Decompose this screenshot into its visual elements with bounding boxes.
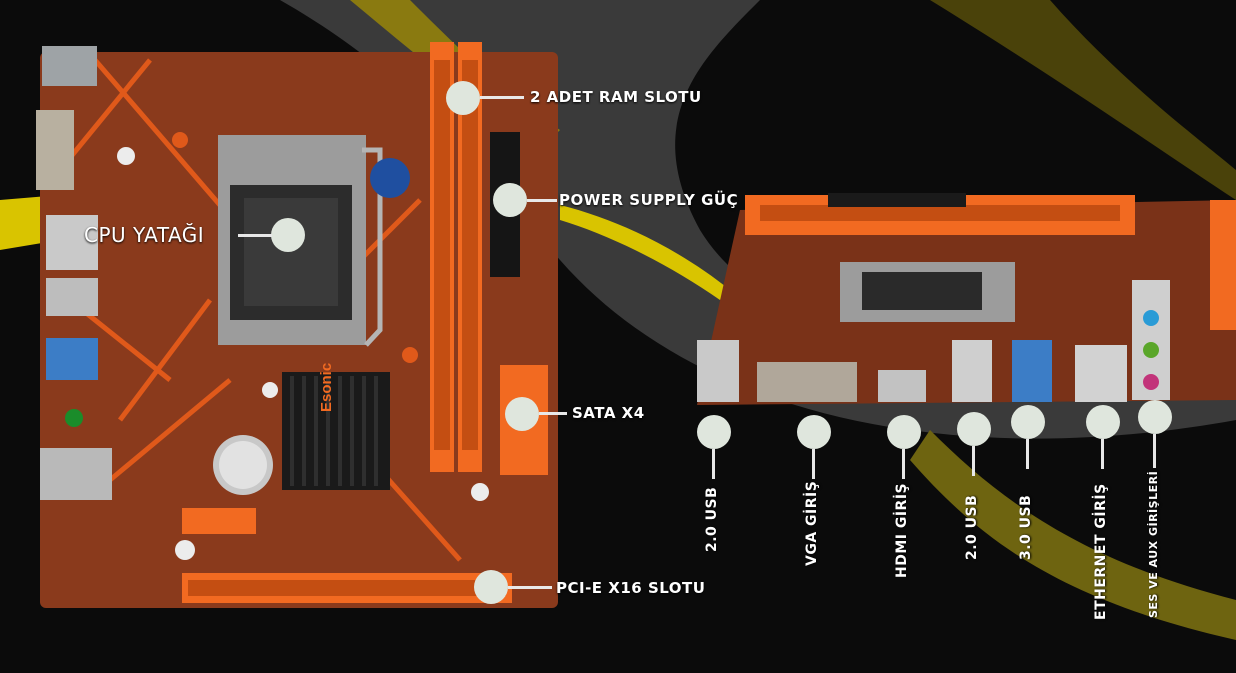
port-audio-marker [1138,400,1172,434]
port-ethernet-marker [1086,405,1120,439]
port-usb2-a-marker [697,415,731,449]
pcie-callout-line [508,586,552,589]
port-usb3-marker [1011,405,1045,439]
port-hdmi-marker [887,415,921,449]
motherboard-top-view [36,42,558,608]
port-ethernet-label: ETHERNET GİRİŞ [1093,483,1109,620]
port-usb3-label: 3.0 USB [1018,494,1034,560]
port-usb2-b-line [972,446,975,476]
port-hdmi-line [902,449,905,479]
power-callout-line [527,199,557,202]
port-vga-label: VGA GİRİŞ [804,480,820,566]
sata-marker [505,397,539,431]
port-audio-label: SES VE AUX GİRİŞLERİ [1147,470,1160,618]
ram-slot-label: 2 ADET RAM SLOTU [530,88,702,106]
ram-slot-marker [446,81,480,115]
power-connector-marker [493,183,527,217]
motherboard-angle-view [697,193,1236,405]
sata-label: SATA X4 [572,404,645,422]
port-ethernet-line [1101,439,1104,469]
cpu-callout-line [238,234,272,237]
ram-callout-line [480,96,524,99]
port-usb2-a-line [712,449,715,479]
pcie-slot-label: PCI-E X16 SLOTU [556,579,706,597]
background-swoosh-yellow-right [930,0,1236,200]
background-swoosh-yellow-bottom [910,430,1236,640]
port-hdmi-label: HDMI GİRİŞ [894,482,910,578]
cpu-socket-label: CPU YATAĞI [84,223,205,247]
port-usb2-b-label: 2.0 USB [964,494,980,560]
background-swoosh-yellow-mid [560,205,730,300]
port-usb2-b-marker [957,412,991,446]
pcie-slot-marker [474,570,508,604]
port-vga-marker [797,415,831,449]
port-usb2-a-label: 2.0 USB [704,486,720,552]
power-supply-label: POWER SUPPLY GÜÇ [559,191,739,209]
heatsink-brand: Esonic [318,362,335,412]
cpu-socket-marker [271,218,305,252]
port-usb3-line [1026,439,1029,469]
port-vga-line [812,449,815,479]
port-audio-line [1153,434,1156,468]
sata-callout-line [539,412,567,415]
